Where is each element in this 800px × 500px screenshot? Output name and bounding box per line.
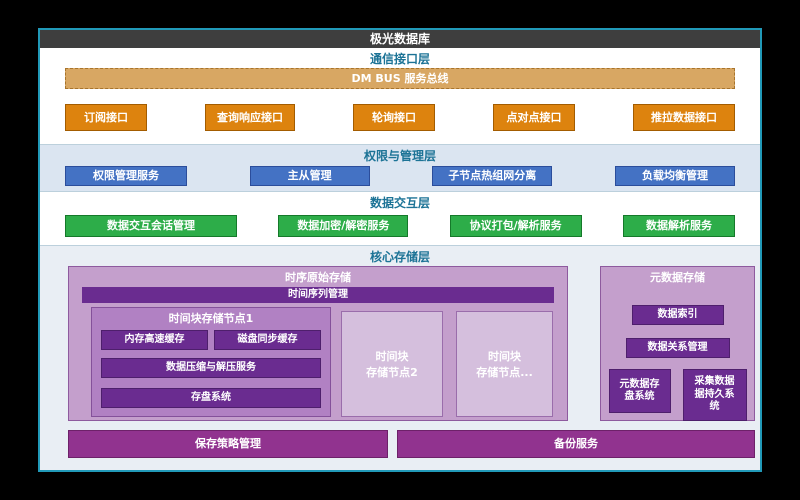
disk-sync-cache-box: 磁盘同步缓存: [214, 330, 321, 350]
node1-cache-row: 内存高速缓存 磁盘同步缓存: [92, 330, 330, 350]
service-master-slave: 主从管理: [249, 166, 370, 186]
disk-storage-system-box: 存盘系统: [101, 388, 321, 408]
dm-bus-bar: DM BUS 服务总线: [65, 68, 735, 89]
time-block-node-1-title: 时间块存储节点1: [168, 312, 254, 325]
interface-push-pull: 推拉数据接口: [633, 104, 735, 131]
metadata-storage-panel: 元数据存储 数据索引 数据关系管理 元数据存 盘系统 采集数据 据持久系 统: [600, 266, 755, 421]
layer-storage-label: 核心存储层: [369, 250, 430, 264]
service-data-parse: 数据解析服务: [622, 215, 735, 237]
time-block-node-1: 时间块存储节点1 内存高速缓存 磁盘同步缓存 数据压缩与解压服务 存盘系统: [91, 307, 331, 417]
layer-communication-label: 通信接口层: [369, 52, 430, 66]
save-policy-bar: 保存策略管理: [68, 430, 388, 458]
timeseries-panel-title: 时序原始存储: [285, 271, 351, 284]
time-block-node-more: 时间块 存储节点...: [456, 311, 553, 417]
compress-service-box: 数据压缩与解压服务: [101, 358, 321, 378]
layer-storage: 核心存储层 时序原始存储 时间序列管理 时间块存储节点1 内存高速缓存 磁盘同步…: [40, 246, 760, 470]
layer-interaction: 数据交互层 数据交互会话管理 数据加密/解密服务 协议打包/解析服务 数据解析服…: [40, 192, 760, 246]
layer-management: 权限与管理层 权限管理服务 主从管理 子节点热组网分离 负载均衡管理: [40, 145, 760, 192]
service-load-balance: 负载均衡管理: [614, 166, 735, 186]
interface-polling: 轮询接口: [353, 104, 435, 131]
interface-p2p: 点对点接口: [493, 104, 575, 131]
memory-cache-box: 内存高速缓存: [101, 330, 208, 350]
aurora-db-frame: 极光数据库 通信接口层 DM BUS 服务总线 订阅接口 查询响应接口 轮询接口…: [38, 28, 762, 472]
management-row: 权限管理服务 主从管理 子节点热组网分离 负载均衡管理: [40, 166, 760, 186]
layer-communication: 通信接口层 DM BUS 服务总线 订阅接口 查询响应接口 轮询接口 点对点接口…: [40, 48, 760, 145]
metadata-panel-title: 元数据存储: [650, 271, 705, 284]
interface-query-response: 查询响应接口: [205, 104, 295, 131]
metadata-disk-system-box: 元数据存 盘系统: [608, 369, 671, 413]
interface-row: 订阅接口 查询响应接口 轮询接口 点对点接口 推拉数据接口: [40, 104, 760, 131]
diagram-title: 极光数据库: [40, 30, 760, 48]
layer-management-label: 权限与管理层: [363, 149, 436, 163]
data-index-box: 数据索引: [631, 305, 724, 325]
layer-interaction-label: 数据交互层: [369, 196, 430, 210]
time-block-node-2: 时间块 存储节点2: [341, 311, 443, 417]
interface-subscribe: 订阅接口: [65, 104, 147, 131]
timeseries-raw-storage-panel: 时序原始存储 时间序列管理 时间块存储节点1 内存高速缓存 磁盘同步缓存 数据压…: [68, 266, 568, 421]
service-subnode-hot-split: 子节点热组网分离: [432, 166, 553, 186]
metadata-bottom-row: 元数据存 盘系统 采集数据 据持久系 统: [601, 369, 754, 421]
data-relation-box: 数据关系管理: [625, 338, 730, 358]
backup-service-bar: 备份服务: [397, 430, 755, 458]
collect-persist-system-box: 采集数据 据持久系 统: [682, 369, 747, 421]
interaction-row: 数据交互会话管理 数据加密/解密服务 协议打包/解析服务 数据解析服务: [40, 215, 760, 237]
service-protocol-pack: 协议打包/解析服务: [449, 215, 582, 237]
timeseries-manager-bar: 时间序列管理: [82, 287, 554, 303]
service-encrypt-decrypt: 数据加密/解密服务: [278, 215, 409, 237]
service-session-mgmt: 数据交互会话管理: [65, 215, 237, 237]
service-permission-mgmt: 权限管理服务: [65, 166, 187, 186]
